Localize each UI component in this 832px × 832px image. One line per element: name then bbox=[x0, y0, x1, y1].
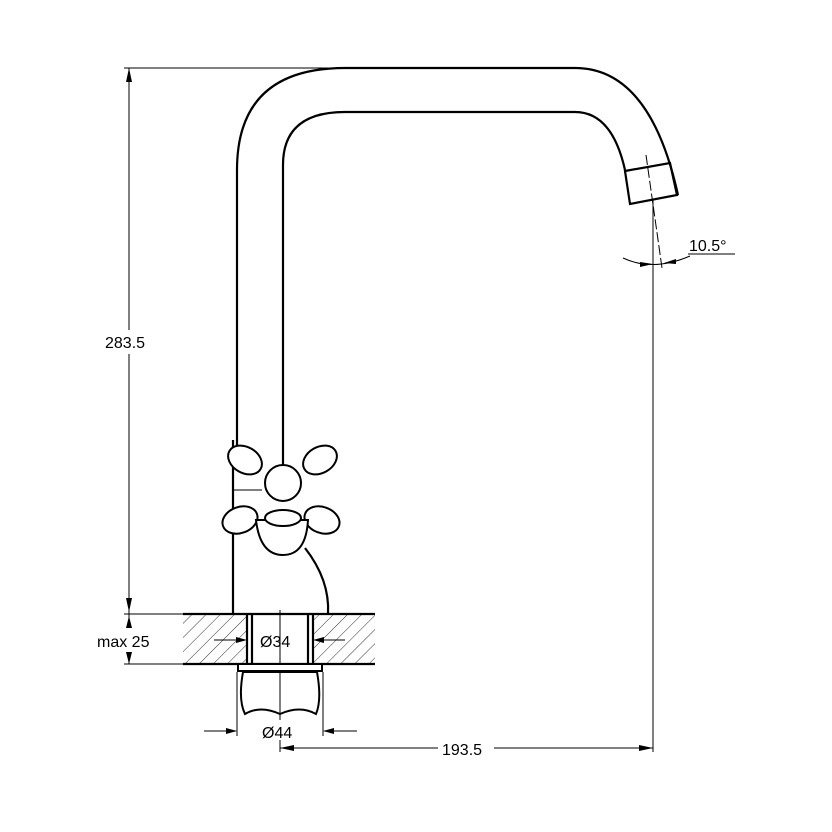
nut-diameter-label: Ø44 bbox=[262, 725, 292, 742]
angle-label: 10.5° bbox=[689, 238, 727, 255]
hole-diameter-label: Ø34 bbox=[260, 634, 290, 651]
mounting-nut bbox=[237, 663, 323, 716]
spout bbox=[235, 66, 680, 470]
counter-thickness-label: max 25 bbox=[97, 634, 150, 651]
reach-label: 193.5 bbox=[442, 742, 482, 759]
nut-diameter-dimension bbox=[204, 672, 357, 736]
height-dimension bbox=[124, 67, 345, 665]
cross-handle bbox=[221, 440, 341, 557]
height-label: 283.5 bbox=[105, 335, 145, 352]
angle-dimension bbox=[622, 200, 735, 752]
